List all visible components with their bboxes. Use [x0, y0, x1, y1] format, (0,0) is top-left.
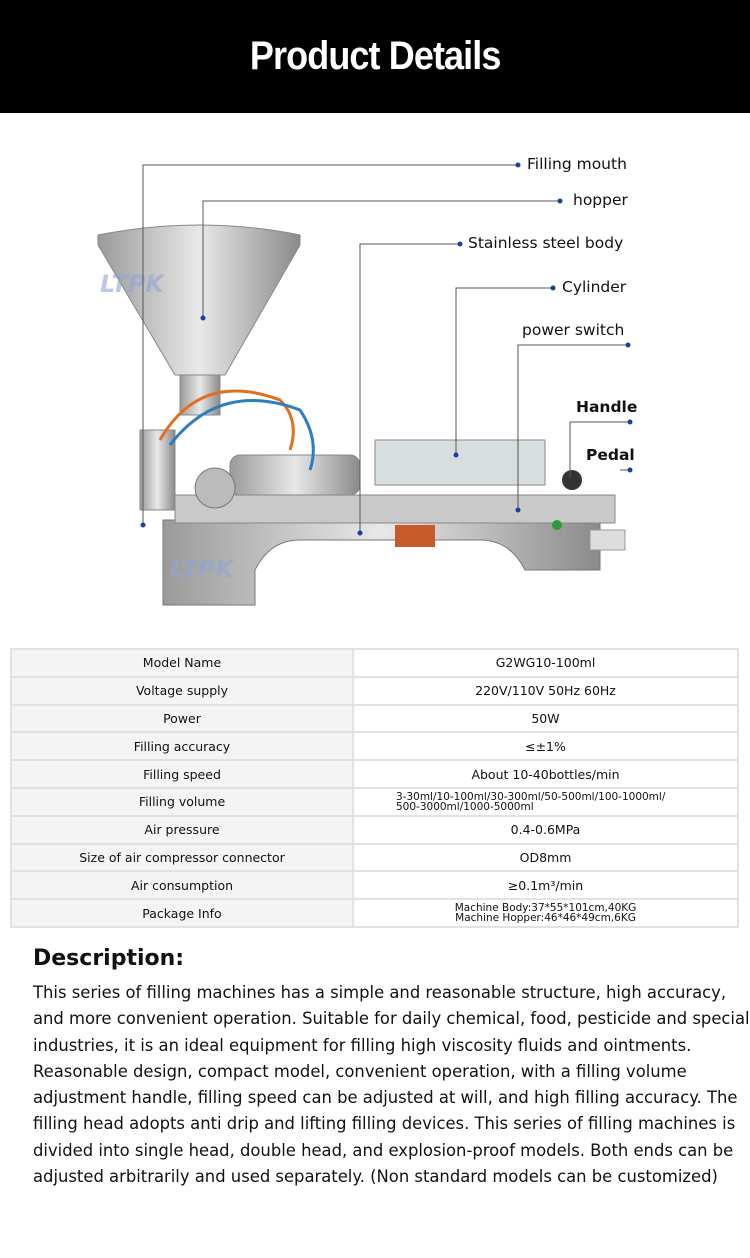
value-line: 3-30ml/10-100ml/30-300ml/50-500ml/100-10… [396, 790, 666, 803]
svg-text:LTPK: LTPK [170, 555, 236, 583]
callout-pedal: Pedal [586, 446, 635, 464]
description-text: This series of filling machines has a si… [33, 983, 750, 1187]
page-title: Product Details [249, 34, 501, 78]
filling-machine-illustration: LTPK LTPK [97, 162, 633, 606]
table-row: Filling accuracy≤±1% [10, 731, 739, 762]
svg-text:LTPK: LTPK [100, 270, 166, 298]
callout-handle: Handle [576, 398, 638, 416]
value-line: Machine Hopper:46*46*49cm,6KG [455, 912, 636, 925]
table-row: Air consumption≥0.1m³/min [10, 870, 739, 901]
callout-cylinder: Cylinder [562, 278, 627, 296]
callout-stainless-steel-body: Stainless steel body [468, 234, 624, 252]
header-banner: Product Details [0, 0, 750, 113]
value-line: Machine Body:37*55*101cm,40KG [454, 902, 637, 915]
description-title: Description: [33, 946, 185, 971]
callout-power-switch: power switch [522, 321, 625, 339]
callout-hopper: hopper [573, 191, 628, 209]
callout-filling-mouth: Filling mouth [527, 155, 627, 173]
value-line: 500-3000ml/1000-5000ml [396, 800, 534, 813]
machine-image: LTPK LTPK Filling mouth hopper Stainless… [0, 113, 750, 643]
